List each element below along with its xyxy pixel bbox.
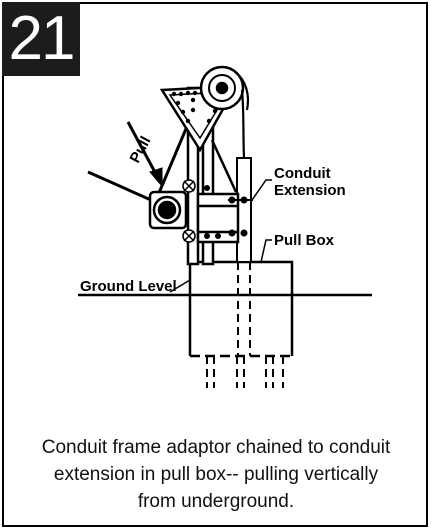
conduit-extension-label-line1: Conduit xyxy=(274,165,331,182)
caption-line-1: Conduit frame adaptor chained to conduit xyxy=(41,437,391,458)
ground-level-label: Ground Level xyxy=(80,278,177,295)
pull-rope xyxy=(234,71,250,159)
caption: Conduit frame adaptor chained to conduit… xyxy=(20,434,412,515)
sheave-pulley xyxy=(199,65,245,111)
pull-box xyxy=(188,260,294,358)
capstan-winch xyxy=(148,190,188,230)
leader-lines xyxy=(169,179,272,293)
chain-bolts xyxy=(204,185,248,239)
pull-arrow xyxy=(126,121,163,188)
caption-line-3: from underground. xyxy=(137,491,295,512)
step-number-badge: 21 xyxy=(2,2,80,76)
pull-cable xyxy=(87,170,161,206)
underground-conduits xyxy=(206,356,284,388)
conduit-extension xyxy=(236,157,252,356)
conduit-extension-label-line2: Extension xyxy=(274,182,346,199)
pull-box-label: Pull Box xyxy=(274,232,335,249)
chain-brackets xyxy=(182,179,196,243)
caption-line-2: extension in pull box-- pulling vertical… xyxy=(53,464,379,485)
